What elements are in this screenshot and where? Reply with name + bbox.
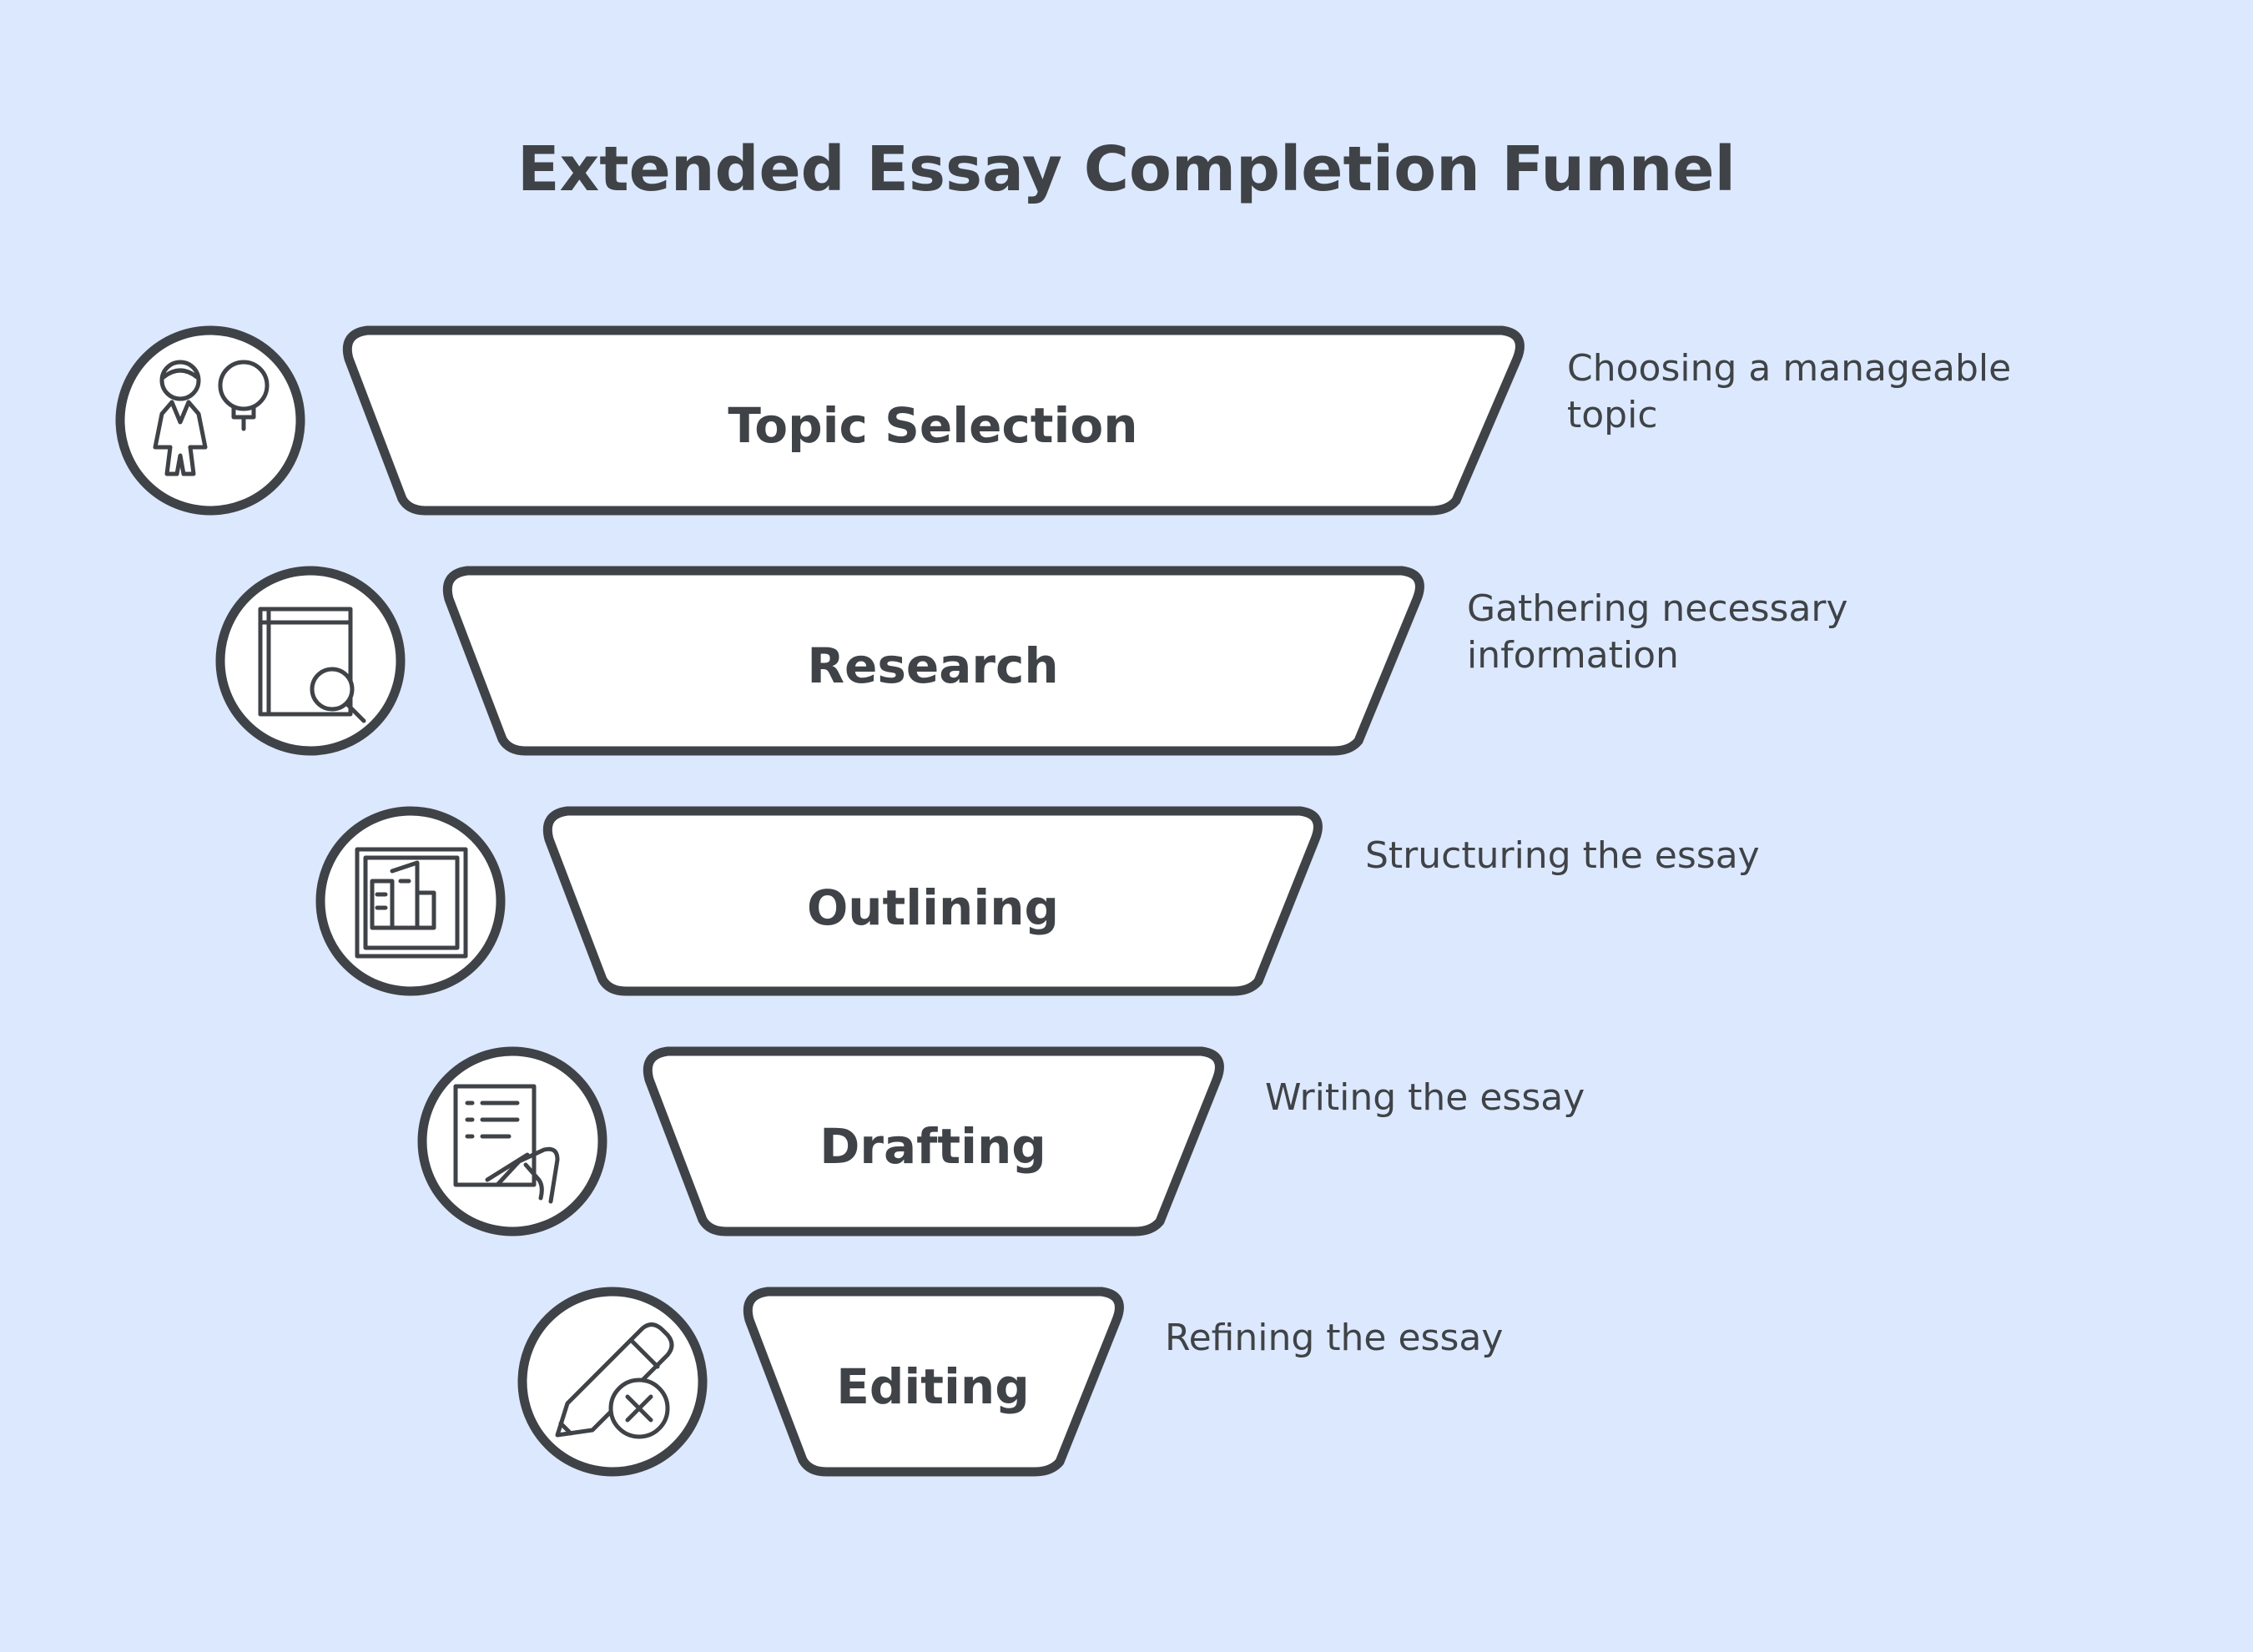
stage-description-research-line-1: Gathering necessary bbox=[1467, 587, 1848, 630]
stage-label-topic-selection: Topic Selection bbox=[728, 397, 1137, 454]
stage-description-topic-selection-line-2: topic bbox=[1567, 394, 1658, 436]
pencil-delete-icon bbox=[517, 1287, 708, 1477]
funnel-stage-drafting: Drafting Writing the essay bbox=[417, 1046, 1585, 1236]
stage-description-topic-selection-line-1: Choosing a manageable bbox=[1567, 347, 2011, 390]
diagram-title: Extended Essay Completion Funnel bbox=[517, 133, 1736, 205]
stage-label-editing: Editing bbox=[836, 1358, 1029, 1415]
funnel-stage-outlining: Outlining Structuring the essay bbox=[315, 806, 1760, 996]
funnel-stage-editing: Editing Refining the essay bbox=[517, 1287, 1503, 1477]
funnel-segment-research bbox=[442, 566, 1424, 756]
funnel-segment-editing bbox=[743, 1287, 1124, 1477]
stage-label-outlining: Outlining bbox=[807, 879, 1059, 936]
stage-description-research-line-2: information bbox=[1467, 634, 1679, 677]
stage-description-outlining: Structuring the essay bbox=[1365, 834, 1760, 877]
hand-writing-list-icon bbox=[417, 1046, 607, 1236]
stage-description-drafting: Writing the essay bbox=[1265, 1076, 1585, 1119]
funnel-stage-research: Research Gathering necessary information bbox=[215, 566, 1848, 756]
stage-description-editing: Refining the essay bbox=[1165, 1317, 1503, 1359]
funnel-segment-outlining bbox=[542, 806, 1323, 996]
book-magnifier-icon bbox=[215, 566, 406, 756]
funnel-segment-topic-selection bbox=[342, 325, 1525, 516]
funnel-segment-drafting bbox=[643, 1046, 1224, 1236]
funnel-stage-topic-selection: Topic Selection Choosing a manageable to… bbox=[115, 325, 2011, 516]
person-lightbulb-icon bbox=[115, 325, 305, 516]
stage-label-research: Research bbox=[807, 637, 1058, 694]
blueprint-layout-icon bbox=[315, 806, 506, 996]
stage-label-drafting: Drafting bbox=[819, 1118, 1046, 1175]
